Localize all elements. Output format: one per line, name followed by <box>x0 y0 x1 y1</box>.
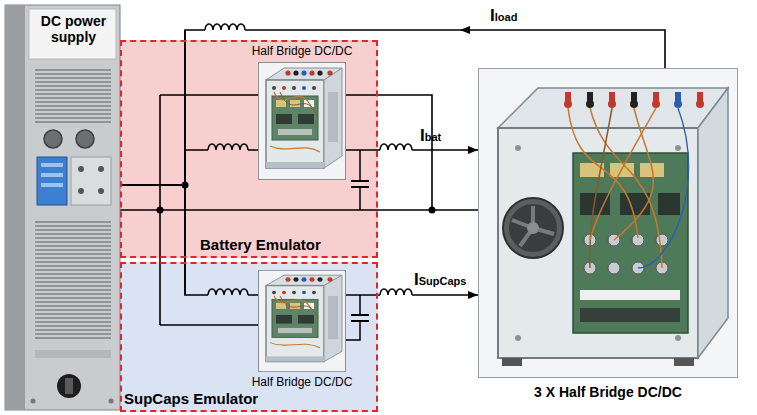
region-fill <box>120 262 378 412</box>
capacitor-symbol <box>359 295 361 315</box>
converter-illustration <box>259 63 346 180</box>
junction-dot <box>157 207 164 214</box>
capacitor-symbol <box>346 321 360 340</box>
psu-photo: DC power supply <box>5 5 120 410</box>
region-fill <box>120 40 378 258</box>
label-anchor: Iload <box>490 7 517 25</box>
current-label: ISupCaps <box>414 271 466 288</box>
label-anchor: Ibat <box>420 127 441 145</box>
inductor-symbol <box>208 289 248 295</box>
converter-photo: Half Bridge DC/DC <box>258 270 346 372</box>
psu-switch <box>57 374 81 398</box>
psu-display <box>37 157 67 205</box>
wire-connector <box>120 150 258 185</box>
psu-vent <box>35 220 111 340</box>
psu-switch <box>65 378 73 394</box>
psu-bolt <box>31 399 36 404</box>
load-illustration <box>479 69 738 378</box>
psu-trim <box>35 350 111 358</box>
label-anchor: ISupCaps <box>414 271 466 289</box>
inductor-symbol <box>205 24 245 30</box>
wire <box>120 209 478 211</box>
inductor-mask <box>208 148 248 152</box>
node-title: Battery Emulator <box>200 236 321 254</box>
device-photo <box>5 5 738 410</box>
psu-buttons <box>71 157 111 205</box>
region-box: Battery Emulator Half Bridge DC/DC <box>120 40 378 258</box>
psu-button <box>98 188 104 194</box>
inductor-symbol <box>380 144 412 150</box>
inductor-mask <box>205 28 245 32</box>
node-title: Half Bridge DC/DC <box>208 375 396 389</box>
current-label: Ibat <box>420 127 441 144</box>
psu-button <box>98 166 104 172</box>
converter-photo: Half Bridge DC/DC <box>258 62 346 180</box>
psu-illustration <box>5 5 120 410</box>
psu-display <box>41 163 63 167</box>
junction-dot <box>429 207 436 214</box>
inductor-symbol <box>380 289 412 295</box>
arrow-head <box>460 26 470 34</box>
node-title: Half Bridge DC/DC <box>208 44 396 58</box>
psu-display <box>41 183 63 187</box>
node-title: SupCaps Emulator <box>124 390 258 408</box>
psu-button <box>78 166 84 172</box>
capacitor-symbol <box>359 150 361 181</box>
wire <box>160 324 258 326</box>
junction-dot <box>182 182 189 189</box>
inductor-mask <box>208 293 248 297</box>
psu-button <box>78 188 84 194</box>
node-title: DC power supply <box>27 13 120 45</box>
psu-side <box>5 5 25 410</box>
psu-knob <box>44 130 62 148</box>
load-converter-photo: 3 X Half Bridge DC/DC <box>478 68 738 378</box>
capacitor-symbol <box>351 315 369 321</box>
capacitor-symbol <box>346 150 369 340</box>
psu-body <box>5 5 120 410</box>
psu-vent <box>35 67 111 123</box>
arrow-head <box>468 146 478 154</box>
converter-illustration <box>259 270 346 371</box>
psu-knob <box>76 130 94 148</box>
capacitor-symbol <box>359 187 361 210</box>
capacitor-symbol <box>351 181 369 187</box>
node-title: 3 X Half Bridge DC/DC <box>448 384 757 400</box>
psu-bolt <box>109 399 114 404</box>
inductor-symbol <box>208 144 248 150</box>
region-box: SupCaps EmulatorHalf Bridge DC/DC <box>120 262 378 412</box>
psu-display <box>41 173 63 177</box>
arrow-head <box>468 291 478 299</box>
current-label: Iload <box>490 7 517 24</box>
